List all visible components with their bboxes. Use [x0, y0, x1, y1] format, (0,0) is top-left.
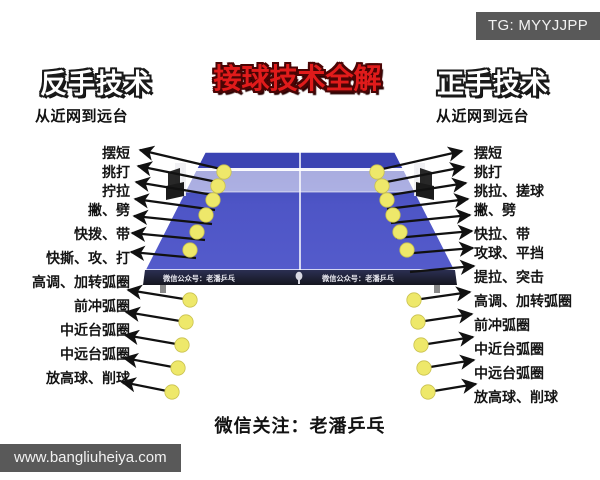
left-label-4: 快拨、带	[74, 227, 130, 243]
left-label-9: 中远台弧圈	[60, 347, 130, 363]
right-section-subheading: 从近网到远台	[436, 107, 530, 125]
left-label-10: 放高球、削球	[46, 371, 130, 387]
left-label-8: 中近台弧圈	[60, 323, 130, 339]
left-section-heading: 反手技术	[39, 68, 152, 101]
right-section-heading: 正手技术	[436, 68, 549, 101]
right-label-11: 放高球、削球	[474, 390, 558, 406]
right-label-3: 撇、劈	[474, 203, 516, 219]
site-watermark: www.bangliuheiya.com	[0, 444, 181, 472]
left-label-0: 摆短	[102, 146, 130, 162]
right-label-9: 中近台弧圈	[474, 342, 544, 358]
right-label-0: 摆短	[474, 146, 502, 162]
table-edge-text-right: 微信公众号：老潘乒乓	[321, 274, 394, 283]
right-arrow-group	[377, 146, 478, 394]
right-label-6: 提拉、突击	[474, 270, 544, 286]
left-label-6: 高调、加转弧圈	[32, 275, 130, 291]
page-title: 接球技术全解	[213, 62, 382, 95]
left-label-7: 前冲弧圈	[74, 299, 130, 315]
promo-text: 微信关注：老潘乒乓	[214, 416, 386, 437]
right-ball-group	[369, 164, 436, 400]
left-label-5: 快撕、攻、打	[46, 251, 130, 267]
right-label-10: 中远台弧圈	[474, 366, 544, 382]
right-label-8: 前冲弧圈	[474, 318, 530, 334]
left-section-subheading: 从近网到远台	[35, 107, 129, 125]
right-label-4: 快拉、带	[474, 227, 530, 243]
paddle-icon	[295, 271, 303, 284]
net-post-left	[166, 163, 186, 200]
left-label-1: 挑打	[102, 165, 130, 181]
left-arrow-group	[120, 145, 226, 394]
right-label-5: 攻球、平挡	[474, 246, 544, 262]
right-label-7: 高调、加转弧圈	[474, 294, 572, 310]
net-post-right	[414, 163, 434, 200]
right-label-1: 挑打	[474, 165, 502, 181]
left-ball-group	[164, 164, 232, 400]
table-edge-text-left: 微信公众号：老潘乒乓	[162, 274, 235, 283]
left-label-2: 拧拉	[102, 184, 130, 200]
table-legs	[160, 285, 440, 293]
right-label-2: 挑拉、搓球	[474, 184, 544, 200]
tg-badge: TG: MYYJJPP	[476, 12, 600, 40]
left-label-3: 撇、劈	[88, 203, 130, 219]
